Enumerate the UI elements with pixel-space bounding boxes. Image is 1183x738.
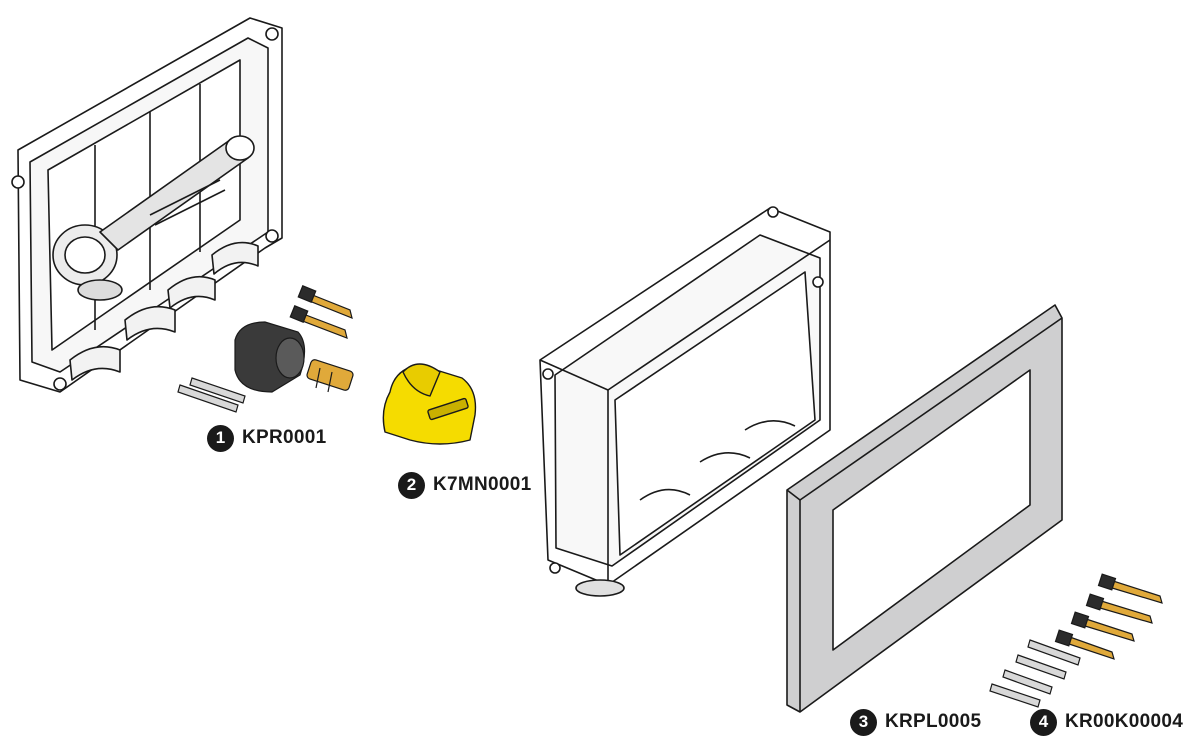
kit-1-screws-icon: [177, 377, 246, 413]
part-label-2: 2 K7MN0001: [398, 470, 532, 500]
yellow-handle-icon: [382, 363, 477, 445]
brass-test-points-icon: [289, 285, 353, 339]
part-label-4: 4 KR00K00004: [1030, 707, 1183, 737]
part-number-badge: 4: [1030, 708, 1057, 736]
part-label-3: 3 KRPL0005: [850, 707, 981, 737]
brass-adapter-icon: [306, 359, 354, 393]
part-code: KRPL0005: [885, 711, 982, 732]
part-number-badge: 3: [850, 708, 877, 736]
part-code: KR00K00004: [1065, 711, 1183, 732]
part-code: K7MN0001: [433, 474, 532, 495]
screw-kit-icon: [989, 573, 1163, 708]
back-box-icon: [539, 206, 831, 597]
cover-frame-icon: [786, 304, 1063, 713]
part-label-1: 1 KPR0001: [207, 423, 326, 453]
valve-box-assembly: [11, 17, 283, 393]
kit-1-parts: [177, 285, 354, 413]
part-number-badge: 2: [398, 471, 425, 499]
part-code: KPR0001: [242, 427, 327, 448]
part-number-badge: 1: [207, 424, 234, 452]
